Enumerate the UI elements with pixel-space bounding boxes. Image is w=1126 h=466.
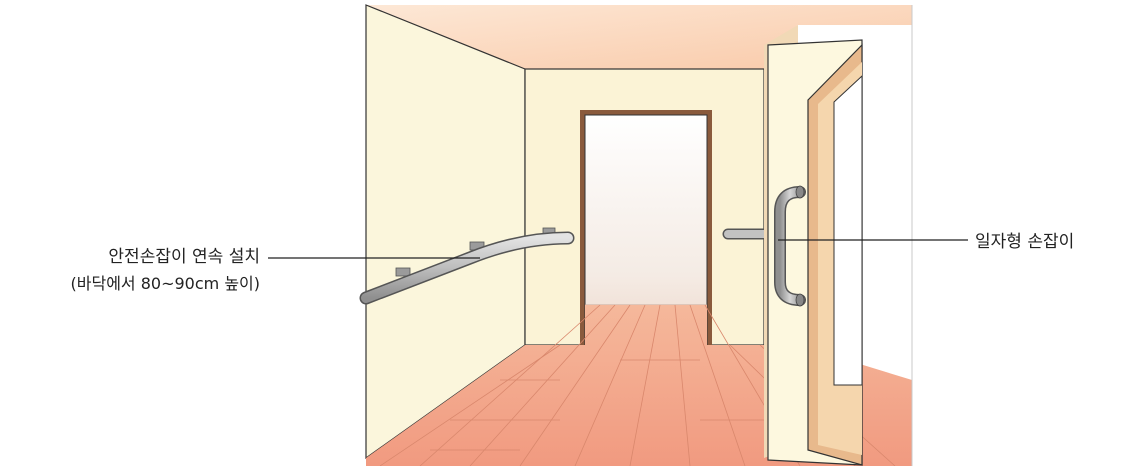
handrail-height-label: (바닥에서 80~90cm 높이)	[71, 272, 260, 296]
door-inner-room	[834, 76, 862, 385]
handrail-label: 안전손잡이 연속 설치	[108, 245, 260, 269]
door-grab-bar-label: 일자형 손잡이	[975, 230, 1074, 254]
